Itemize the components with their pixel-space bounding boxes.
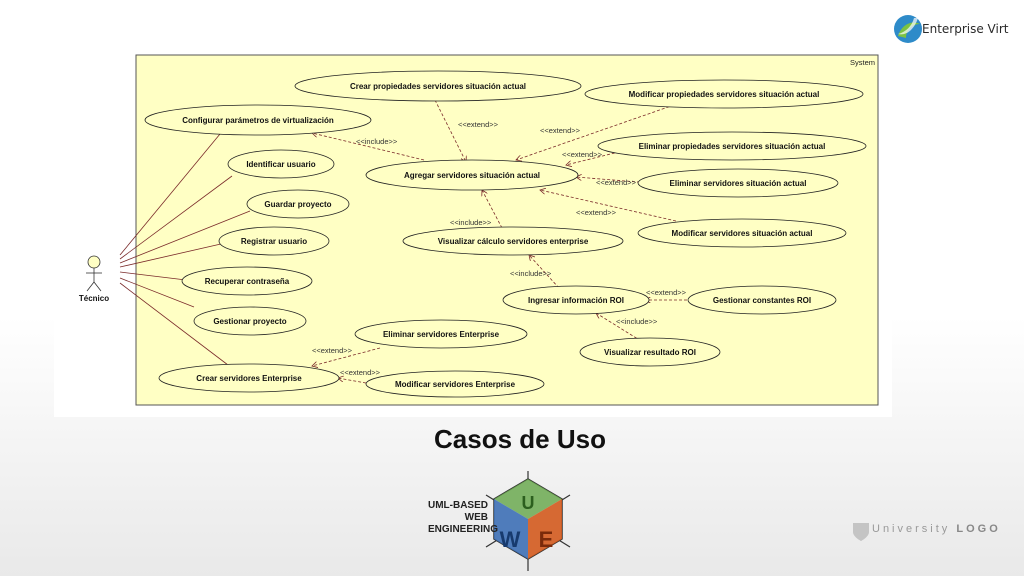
rel-label-vis-roi: <<include>> <box>616 317 658 326</box>
include-extend-relations <box>312 99 687 384</box>
svg-text:Eliminar servidores situación: Eliminar servidores situación actual <box>670 179 807 188</box>
svg-text:Eliminar servidores Enterprise: Eliminar servidores Enterprise <box>383 330 500 339</box>
uwe-caption-line2: WEB <box>464 512 488 523</box>
actor-tecnico[interactable]: Técnico <box>79 255 109 303</box>
use-case-modificar-servidores[interactable]: Modificar servidores situación actual <box>637 218 847 248</box>
svg-text:Registrar usuario: Registrar usuario <box>241 237 307 246</box>
svg-text:Modificar servidores Enterpris: Modificar servidores Enterprise <box>395 380 516 389</box>
slide-title: Casos de Uso <box>434 424 606 454</box>
use-case-eliminar-servidores[interactable]: Eliminar servidores situación actual <box>637 168 839 198</box>
university-logo-bold: LOGO <box>956 523 1001 535</box>
rel-label-visualizar: <<include>> <box>450 218 492 227</box>
use-case-eliminar-propiedades[interactable]: Eliminar propiedades servidores situació… <box>597 131 867 161</box>
rel-label-mod-prop: <<extend>> <box>540 126 581 135</box>
use-case-agregar-servidores[interactable]: Agregar servidores situación actual <box>365 159 579 191</box>
system-label: System <box>850 58 875 67</box>
rel-label-config: <<include>> <box>356 137 398 146</box>
use-case-guardar-proyecto[interactable]: Guardar proyecto <box>246 189 350 219</box>
use-case-visualizar-calculo[interactable]: Visualizar cálculo servidores enterprise <box>402 226 624 256</box>
svg-text:Crear propiedades servidores s: Crear propiedades servidores situación a… <box>350 82 526 91</box>
university-shield-icon <box>853 523 869 541</box>
rel-label-elim-ent: <<extend>> <box>312 346 353 355</box>
svg-text:Gestionar constantes ROI: Gestionar constantes ROI <box>713 296 811 305</box>
uwe-letter-u: U <box>522 493 535 513</box>
uwe-caption: UML-BASED WEB ENGINEERING <box>428 500 499 536</box>
relation-labels: <<extend>> <<extend>> <<include>> <<exte… <box>312 120 687 377</box>
university-word: University <box>872 523 951 535</box>
rel-label-elim-serv: <<extend>> <box>596 178 637 187</box>
use-cases: Crear propiedades servidores situación a… <box>144 70 867 398</box>
use-case-modificar-propiedades[interactable]: Modificar propiedades servidores situaci… <box>584 79 864 109</box>
use-case-identificar-usuario[interactable]: Identificar usuario <box>227 149 335 179</box>
diagram-canvas: System <<extend>> <box>79 54 879 406</box>
svg-text:Modificar propiedades servidor: Modificar propiedades servidores situaci… <box>629 90 820 99</box>
actor-head-icon <box>87 255 101 269</box>
rel-label-mod-serv: <<extend>> <box>576 208 617 217</box>
rel-label-crear-prop: <<extend>> <box>458 120 499 129</box>
svg-text:Recuperar contraseña: Recuperar contraseña <box>205 277 290 286</box>
use-case-crear-enterprise[interactable]: Crear servidores Enterprise <box>158 363 340 393</box>
svg-text:Modificar servidores situación: Modificar servidores situación actual <box>672 229 813 238</box>
university-logo-text: University LOGO <box>872 523 1001 535</box>
svg-text:Eliminar propiedades servidore: Eliminar propiedades servidores situació… <box>639 142 826 151</box>
use-case-eliminar-enterprise[interactable]: Eliminar servidores Enterprise <box>354 319 528 349</box>
rel-label-gest-const: <<extend>> <box>646 288 687 297</box>
enterprise-virt-logo <box>894 15 922 43</box>
use-case-gestionar-proyecto[interactable]: Gestionar proyecto <box>193 306 307 336</box>
rel-label-ingresar: <<include>> <box>510 269 552 278</box>
svg-text:Agregar servidores situación a: Agregar servidores situación actual <box>404 171 540 180</box>
brand-text: Enterprise Virt <box>922 22 1009 36</box>
svg-text:Guardar proyecto: Guardar proyecto <box>264 200 331 209</box>
uwe-caption-line3: ENGINEERING <box>428 524 499 535</box>
use-case-modificar-enterprise[interactable]: Modificar servidores Enterprise <box>365 370 545 398</box>
use-case-crear-propiedades[interactable]: Crear propiedades servidores situación a… <box>294 70 582 102</box>
actor-associations <box>119 133 251 366</box>
svg-text:Identificar usuario: Identificar usuario <box>246 160 315 169</box>
svg-text:Configurar parámetros de virtu: Configurar parámetros de virtualización <box>182 116 334 125</box>
uwe-logo: U W E <box>485 471 571 571</box>
svg-text:Crear servidores Enterprise: Crear servidores Enterprise <box>196 374 302 383</box>
svg-text:Visualizar resultado ROI: Visualizar resultado ROI <box>604 348 696 357</box>
use-case-configurar-parametros[interactable]: Configurar parámetros de virtualización <box>144 104 372 136</box>
svg-text:Gestionar proyecto: Gestionar proyecto <box>213 317 286 326</box>
uwe-caption-line1: UML-BASED <box>428 500 488 511</box>
svg-text:Ingresar información ROI: Ingresar información ROI <box>528 296 624 305</box>
rel-label-mod-ent: <<extend>> <box>340 368 381 377</box>
svg-text:Visualizar cálculo servidores: Visualizar cálculo servidores enterprise <box>438 237 589 246</box>
use-case-diagram: System <<extend>> <box>54 45 892 417</box>
actor-label: Técnico <box>79 294 109 303</box>
use-case-ingresar-roi[interactable]: Ingresar información ROI <box>502 285 650 315</box>
use-case-registrar-usuario[interactable]: Registrar usuario <box>218 226 330 256</box>
rel-label-elim-prop: <<extend>> <box>562 150 603 159</box>
use-case-recuperar-contrasena[interactable]: Recuperar contraseña <box>181 266 313 296</box>
use-case-gestionar-constantes[interactable]: Gestionar constantes ROI <box>687 285 837 315</box>
uwe-letter-w: W <box>500 527 521 552</box>
use-case-visualizar-roi[interactable]: Visualizar resultado ROI <box>579 337 721 367</box>
uwe-letter-e: E <box>539 527 554 552</box>
